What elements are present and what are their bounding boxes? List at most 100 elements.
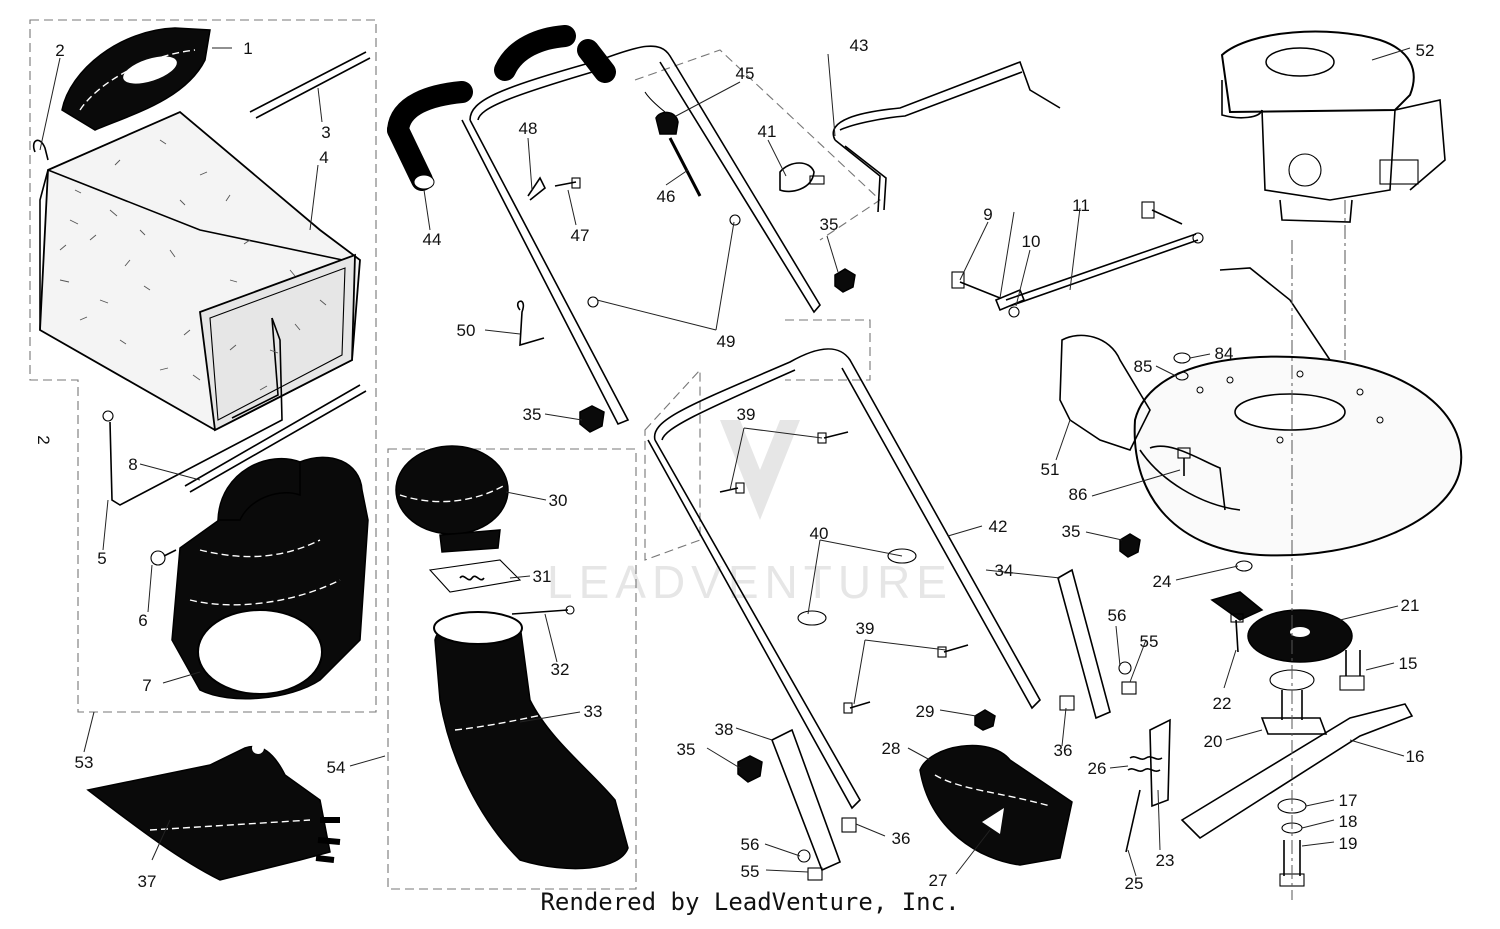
callout-55a: 55 xyxy=(1140,632,1159,651)
callout-35a: 35 xyxy=(820,215,839,234)
callout-41: 41 xyxy=(758,122,777,141)
upper-handle xyxy=(461,25,821,426)
callout-9: 9 xyxy=(983,205,992,224)
part-4-grass-bag xyxy=(39,110,361,432)
callout-8: 8 xyxy=(128,455,137,474)
callout-1: 1 xyxy=(243,39,252,58)
callout-15: 15 xyxy=(1399,654,1418,673)
part-25-rod xyxy=(1125,789,1141,853)
watermark: LEADVENTURE xyxy=(547,420,953,608)
callout-22: 22 xyxy=(1213,694,1232,713)
bolts-and-clips xyxy=(719,431,1137,881)
part-44-grip xyxy=(387,81,473,191)
part-29-knob xyxy=(974,709,996,731)
callout-40: 40 xyxy=(810,524,829,543)
part-26-spring xyxy=(1127,756,1163,772)
part-1-bag-handle xyxy=(61,27,211,131)
part-86-bolt xyxy=(1177,447,1191,476)
callout-44: 44 xyxy=(423,230,442,249)
part-3-rod xyxy=(249,51,371,119)
part-28-door xyxy=(919,744,1073,866)
callout-42: 42 xyxy=(989,517,1008,536)
leader-lines xyxy=(39,47,1411,877)
part-16-blade xyxy=(1180,703,1414,840)
callout-21: 21 xyxy=(1401,596,1420,615)
part-43-bail xyxy=(832,60,1061,213)
part-48-bracket xyxy=(527,176,547,201)
callout-7: 7 xyxy=(142,676,151,695)
callout-35b: 35 xyxy=(523,405,542,424)
callout-56b: 56 xyxy=(741,835,760,854)
callout-20: 20 xyxy=(1204,732,1223,751)
callout-54: 54 xyxy=(327,758,346,777)
callout-84: 84 xyxy=(1215,344,1234,363)
callout-55b: 55 xyxy=(741,862,760,881)
callout-labels: 1 2 3 4 5 6 7 8 9 10 11 15 16 17 18 19 2… xyxy=(34,36,1434,893)
callout-28: 28 xyxy=(882,739,901,758)
callout-32: 32 xyxy=(551,660,570,679)
callout-27: 27 xyxy=(929,871,948,890)
callout-34: 34 xyxy=(995,561,1014,580)
part-21-pulley xyxy=(1210,591,1353,663)
callout-46: 46 xyxy=(657,187,676,206)
callout-48: 48 xyxy=(519,119,538,138)
footer-credit: Rendered by LeadVenture, Inc. xyxy=(540,888,960,916)
callout-30: 30 xyxy=(549,491,568,510)
callout-37: 37 xyxy=(138,872,157,891)
part-22-screw xyxy=(1230,613,1244,653)
callout-35d: 35 xyxy=(677,740,696,759)
callout-26: 26 xyxy=(1088,759,1107,778)
callout-51: 51 xyxy=(1041,460,1060,479)
callout-38: 38 xyxy=(715,720,734,739)
part-7-rear-deflector xyxy=(171,456,369,700)
callout-36a: 36 xyxy=(1054,741,1073,760)
part-10-bracket xyxy=(994,288,1026,312)
callout-50: 50 xyxy=(457,321,476,340)
part-50-cable-clip xyxy=(516,300,545,347)
part-11-axle xyxy=(1005,201,1204,318)
lower-handle xyxy=(647,348,1041,810)
part-38-bracket xyxy=(770,728,842,872)
watermark-text: LEADVENTURE xyxy=(547,556,953,608)
callout-56a: 56 xyxy=(1108,606,1127,625)
part-5-wire xyxy=(102,317,283,506)
callout-36b: 36 xyxy=(892,829,911,848)
callout-47: 47 xyxy=(571,226,590,245)
part-33-chute xyxy=(433,611,629,870)
part-2-clip xyxy=(32,139,49,161)
callout-4: 4 xyxy=(319,148,328,167)
part-24-nut xyxy=(1235,560,1253,572)
part-35-knobs xyxy=(579,268,1141,783)
callout-45: 45 xyxy=(736,64,755,83)
part-23-bracket xyxy=(1149,718,1171,808)
part-52-engine xyxy=(1220,30,1446,223)
callout-52: 52 xyxy=(1416,41,1435,60)
callout-10: 10 xyxy=(1022,232,1041,251)
part-6-clip xyxy=(150,549,177,566)
part-84-nut xyxy=(1173,352,1191,364)
callout-33: 33 xyxy=(584,702,603,721)
callout-19: 19 xyxy=(1339,834,1358,853)
group-boxes xyxy=(29,19,881,890)
part-9-bolt xyxy=(951,271,1001,299)
part-15-bolt xyxy=(1339,650,1365,691)
part-51-deck xyxy=(1059,267,1463,557)
part-46-cable xyxy=(644,91,702,197)
side-label: 2 xyxy=(34,435,53,444)
callout-39a: 39 xyxy=(737,405,756,424)
part-32-pin xyxy=(511,605,575,615)
callout-17: 17 xyxy=(1339,791,1358,810)
callout-49: 49 xyxy=(717,332,736,351)
part-30-cap xyxy=(395,445,509,553)
part-47-bolt xyxy=(554,177,581,189)
callout-53: 53 xyxy=(75,753,94,772)
callout-29: 29 xyxy=(916,702,935,721)
callout-16: 16 xyxy=(1406,747,1425,766)
callout-43: 43 xyxy=(850,36,869,55)
callout-39b: 39 xyxy=(856,619,875,638)
callout-35c: 35 xyxy=(1062,522,1081,541)
part-34-bracket xyxy=(1057,568,1111,720)
callout-25: 25 xyxy=(1125,874,1144,893)
